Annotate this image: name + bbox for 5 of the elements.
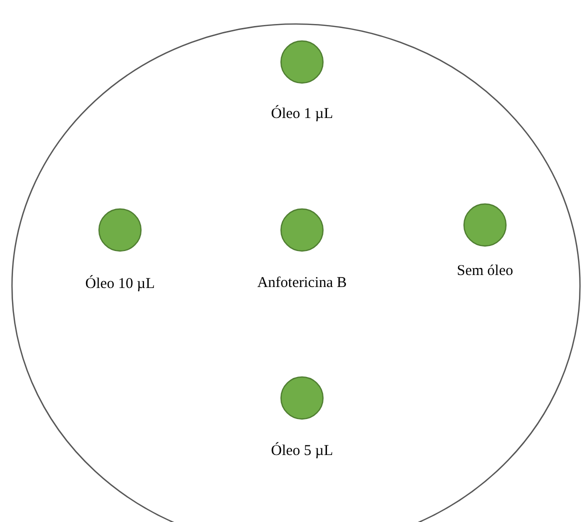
disc-label: Anfotericina B: [256, 275, 348, 292]
disc-label: Óleo 5 µL: [270, 443, 334, 460]
disc-label: Óleo 1 µL: [270, 106, 334, 123]
disc-label: Óleo 10 µL: [84, 276, 156, 293]
disc-label: Sem óleo: [456, 263, 514, 280]
